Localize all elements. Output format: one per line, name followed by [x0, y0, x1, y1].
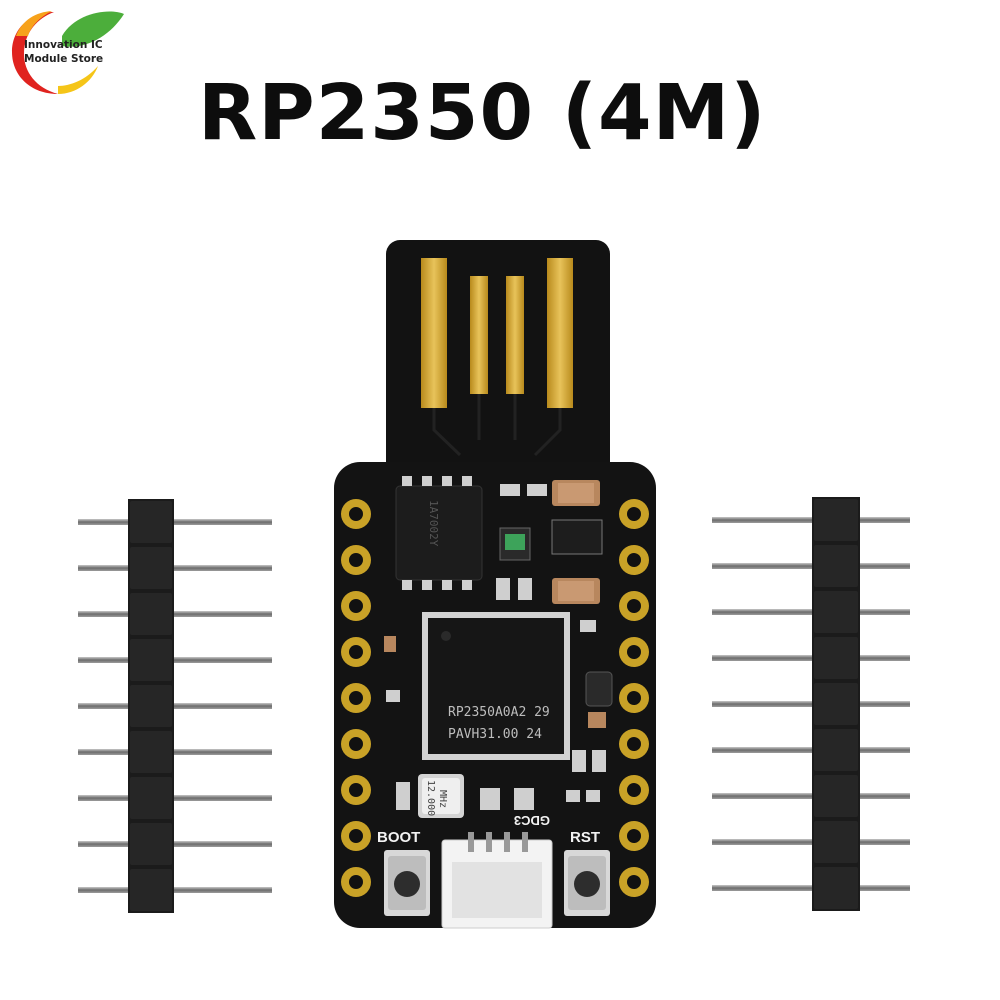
- jst-connector: [441, 832, 553, 929]
- header-segment: [814, 637, 858, 679]
- castellated-pads: [341, 499, 649, 897]
- pad-hole: [349, 783, 363, 797]
- header-segment: [130, 823, 172, 865]
- header-pin: [78, 565, 272, 571]
- pad-hole: [349, 691, 363, 705]
- product-title: RP2350 (4M): [198, 64, 798, 164]
- rst-label: RST: [570, 829, 600, 846]
- header-segment: [130, 869, 172, 911]
- header-pin: [712, 885, 910, 891]
- header-pin: [78, 519, 272, 525]
- passive-components: [384, 480, 613, 810]
- pad-hole: [349, 829, 363, 843]
- pad-hole: [627, 829, 641, 843]
- header-pin: [712, 701, 910, 707]
- header-pin: [78, 749, 272, 755]
- pad-hole: [349, 737, 363, 751]
- pad-hole: [349, 507, 363, 521]
- title-model: RP2350: [198, 69, 535, 158]
- header-segment: [130, 777, 172, 819]
- usb-contact-4: [547, 258, 573, 408]
- pad-hole: [349, 599, 363, 613]
- header-segment: [814, 545, 858, 587]
- connector-pin-label: GDC3: [514, 813, 550, 828]
- usb-contact-2: [470, 276, 488, 394]
- header-pin: [78, 841, 272, 847]
- pad-hole: [627, 783, 641, 797]
- right-pin-header: [712, 497, 910, 911]
- header-segment: [814, 729, 858, 771]
- header-pin: [712, 793, 910, 799]
- header-pin: [712, 563, 910, 569]
- store-logo-icon: [12, 11, 124, 94]
- crystal-frequency: 12.000: [425, 780, 436, 816]
- flash-chip: 1A7002Y: [395, 476, 483, 590]
- header-pin: [78, 887, 272, 893]
- header-pin: [78, 795, 272, 801]
- pad-hole: [349, 553, 363, 567]
- pad-hole: [627, 553, 641, 567]
- header-pin: [712, 747, 910, 753]
- pad-hole: [349, 875, 363, 889]
- pad-hole: [627, 875, 641, 889]
- header-segment: [130, 731, 172, 773]
- boot-button[interactable]: [384, 850, 430, 916]
- pad-hole: [627, 507, 641, 521]
- header-segment: [814, 867, 858, 909]
- usb-contact-3: [506, 276, 524, 394]
- title-variant: (4M): [561, 69, 767, 158]
- pad-hole: [627, 691, 641, 705]
- header-segment: [130, 639, 172, 681]
- chip-marking-line1: RP2350A0A2 29: [448, 705, 550, 720]
- header-segment: [130, 501, 172, 543]
- header-pin: [712, 517, 910, 523]
- pad-hole: [349, 645, 363, 659]
- store-logo: [6, 6, 126, 98]
- header-segment: [814, 775, 858, 817]
- pad-hole: [627, 599, 641, 613]
- header-pin: [78, 703, 272, 709]
- header-pin: [78, 657, 272, 663]
- chip-marking-line2: PAVH31.00 24: [448, 727, 542, 742]
- header-segment: [814, 499, 858, 541]
- store-logo-line1: Innovation IC: [24, 39, 103, 51]
- left-pin-header: [78, 499, 272, 913]
- header-pin: [712, 839, 910, 845]
- pcb-board: [334, 240, 656, 928]
- header-pin: [78, 611, 272, 617]
- pad-hole: [627, 737, 641, 751]
- rp2350-chip: RP2350A0A2 29 PAVH31.00 24: [422, 612, 570, 760]
- header-segment: [130, 685, 172, 727]
- header-pin: [712, 655, 910, 661]
- crystal-unit: MHz: [437, 790, 448, 808]
- flash-marking: 1A7002Y: [427, 500, 440, 547]
- store-logo-text: Innovation IC Module Store: [24, 38, 122, 66]
- header-segment: [130, 547, 172, 589]
- header-segment: [814, 591, 858, 633]
- boot-label: BOOT: [377, 829, 420, 846]
- header-segment: [814, 821, 858, 863]
- header-pin: [712, 609, 910, 615]
- usb-contact-1: [421, 258, 447, 408]
- crystal-oscillator: 12.000 MHz: [418, 774, 464, 818]
- header-segment: [130, 593, 172, 635]
- rst-button[interactable]: [564, 850, 610, 916]
- store-logo-line2: Module Store: [24, 53, 104, 65]
- pad-hole: [627, 645, 641, 659]
- header-segment: [814, 683, 858, 725]
